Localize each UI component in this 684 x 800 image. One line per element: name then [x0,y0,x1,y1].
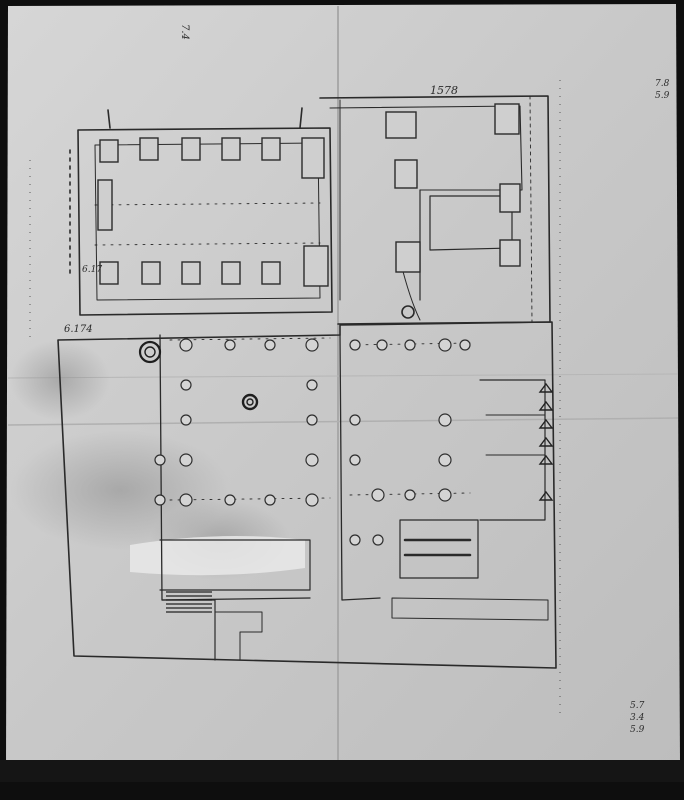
annotation-top-left: 7.4 [179,24,190,40]
upper-hall [69,107,333,316]
fold-line [7,373,679,379]
erased-band [130,536,305,576]
annotation-right-b: 5.9 [655,91,670,101]
stair-hatch [166,591,212,613]
lower-block [57,321,557,669]
upper-right-block [319,95,551,325]
annotation-bottom-right-b: 3.4 [630,713,645,723]
column-grid-right [349,338,471,546]
annotation-bottom-right-c: 5.9 [630,725,645,735]
annotation-right-a: 7.8 [655,79,670,89]
annotation-top: 1578 [430,84,458,97]
annotation-bottom-right-a: 5.7 [630,701,645,711]
annotation-left-dim: 6.174 [64,324,93,335]
margin-ticks [29,80,561,720]
circular-features [138,340,259,411]
fold-line [7,417,679,426]
upper-right-piers [385,103,521,273]
bottom-band [0,760,684,782]
right-ornaments [538,382,554,501]
upper-hall-piers [97,137,329,287]
annotation-left-dim-2: 6.17 [82,265,102,275]
column-grid-left [154,338,319,507]
